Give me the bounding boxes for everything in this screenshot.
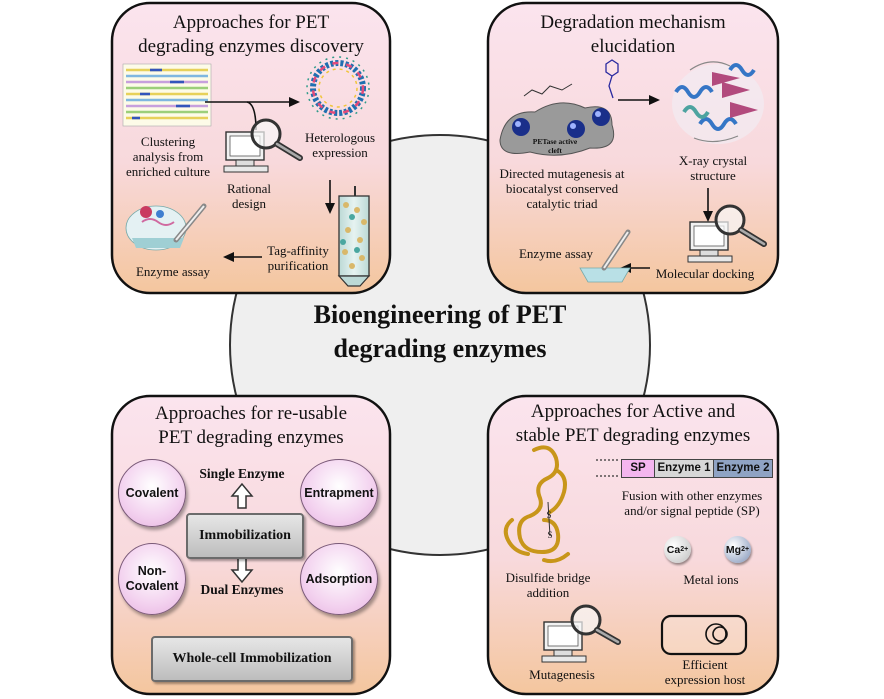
up-arrow-icon: [230, 482, 254, 509]
single-enzyme-label: Single Enzyme: [199, 466, 285, 481]
fusion-label: Fusion with other enzymes and/or signal …: [621, 488, 763, 518]
plasmid-image: [306, 56, 370, 120]
disulfide-loop-image: [503, 445, 570, 564]
stable-title: Approaches for Active and stable PET deg…: [515, 401, 751, 446]
clustering-label: Clustering analysis from enriched cultur…: [125, 134, 211, 179]
reusable-title: Approaches for re-usable PET degrading e…: [154, 403, 348, 448]
magnifier-icon-stable: [570, 604, 621, 645]
molecular-docking-label: Molecular docking: [655, 266, 755, 281]
active-cleft-image: [499, 59, 619, 156]
heterologous-label: Heterologous expression: [304, 130, 376, 160]
discovery-title: Approaches for PET degrading enzymes dis…: [138, 12, 364, 57]
method-adsorption: Adsorption: [300, 543, 378, 615]
mechanism-title: Degradation mechanism elucidation: [540, 12, 726, 57]
enzyme-assay-image-discovery: [125, 203, 207, 251]
disulfide-s2: S: [547, 530, 553, 540]
method-entrapment: Entrapment: [300, 459, 378, 527]
expression-host-icon: [660, 614, 748, 656]
affinity-column-image: [337, 186, 371, 287]
enzyme-assay-image-mechanism: [579, 229, 631, 283]
magnifier-icon-discovery: [250, 118, 303, 161]
mutagenesis-label: Mutagenesis: [529, 667, 595, 682]
chip-sp: SP: [621, 459, 655, 478]
computer-icon-stable: [541, 621, 587, 663]
disulfide-s1: S: [546, 510, 552, 520]
whole-cell-box: Whole-cell Immobilization: [151, 636, 353, 682]
disulfide-bond-line: [547, 501, 551, 537]
rational-design-label: Rational design: [226, 181, 272, 211]
magnifier-icon-mechanism: [714, 204, 767, 247]
enzyme-assay-label-discovery: Enzyme assay: [135, 264, 210, 279]
fusion-dots: [596, 459, 620, 477]
directed-mutagenesis-label: Directed mutagenesis at biocatalyst cons…: [499, 166, 625, 211]
disulfide-label: Disulfide bridge addition: [505, 570, 591, 600]
chip-enzyme2: Enzyme 2: [713, 459, 773, 478]
expression-host-label: Efficient expression host: [664, 657, 746, 687]
method-covalent: Covalent: [118, 459, 186, 527]
mechanism-arrows: [618, 99, 709, 269]
sequence-alignment-image: [122, 63, 212, 127]
dual-enzymes-label: Dual Enzymes: [200, 582, 284, 597]
chip-enzyme1: Enzyme 1: [654, 459, 714, 478]
center-title: Bioengineering of PET degrading enzymes: [313, 300, 567, 363]
metal-ions-label: Metal ions: [683, 572, 739, 587]
active-cleft-label: PETase active cleft: [532, 137, 578, 155]
tag-affinity-label: Tag-affinity purification: [267, 243, 329, 273]
enzyme-assay-label-mechanism: Enzyme assay: [518, 246, 593, 261]
crystal-structure-image: [672, 61, 764, 144]
xray-label: X-ray crystal structure: [678, 153, 748, 183]
immobilization-box: Immobilization: [186, 513, 304, 559]
method-noncovalent: Non- Covalent: [118, 543, 186, 615]
